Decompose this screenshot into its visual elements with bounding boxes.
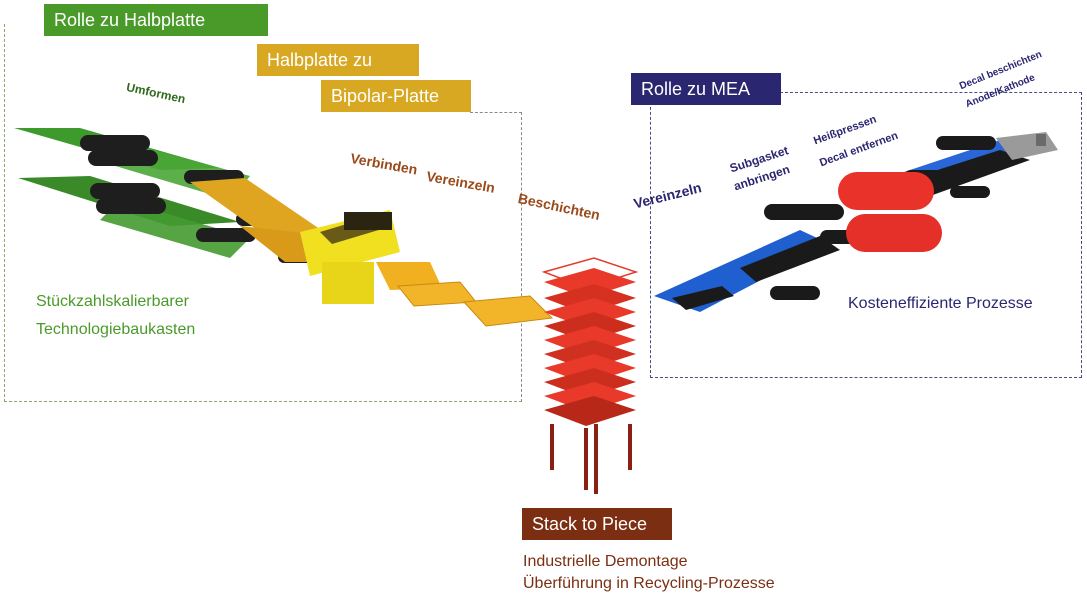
yellow-press bbox=[300, 210, 400, 304]
right-region-frame bbox=[650, 92, 1082, 378]
label-rolle-zu-halbplatte: Rolle zu Halbplatte bbox=[44, 4, 268, 36]
gold-plate-3 bbox=[462, 295, 554, 327]
caption-left-2: Technologiebaukasten bbox=[36, 321, 196, 338]
label-rolle-zu-mea: Rolle zu MEA bbox=[631, 73, 781, 105]
caption-left-1: Stückzahlskalierbarer bbox=[36, 293, 189, 310]
red-stack bbox=[541, 257, 639, 494]
mea-machine bbox=[996, 132, 1058, 160]
mea-red-press bbox=[838, 172, 942, 252]
caption-bottom-2: Überführung in Recycling-Prozesse bbox=[523, 575, 775, 592]
caption-right: Kosteneffiziente Prozesse bbox=[848, 295, 1033, 312]
mea-blue-sheet bbox=[654, 140, 1040, 312]
gold-plate-1 bbox=[376, 262, 442, 290]
label-stack-to-piece: Stack to Piece bbox=[522, 508, 672, 540]
label-halbplatte-zu: Halbplatte zu bbox=[257, 44, 419, 76]
label-bipolar-platte: Bipolar-Platte bbox=[321, 80, 471, 112]
left-region-frame bbox=[4, 24, 522, 402]
right-region-frame-top bbox=[780, 92, 1082, 93]
caption-bottom-1: Industrielle Demontage bbox=[523, 553, 688, 570]
left-region-frame-top bbox=[470, 112, 522, 402]
